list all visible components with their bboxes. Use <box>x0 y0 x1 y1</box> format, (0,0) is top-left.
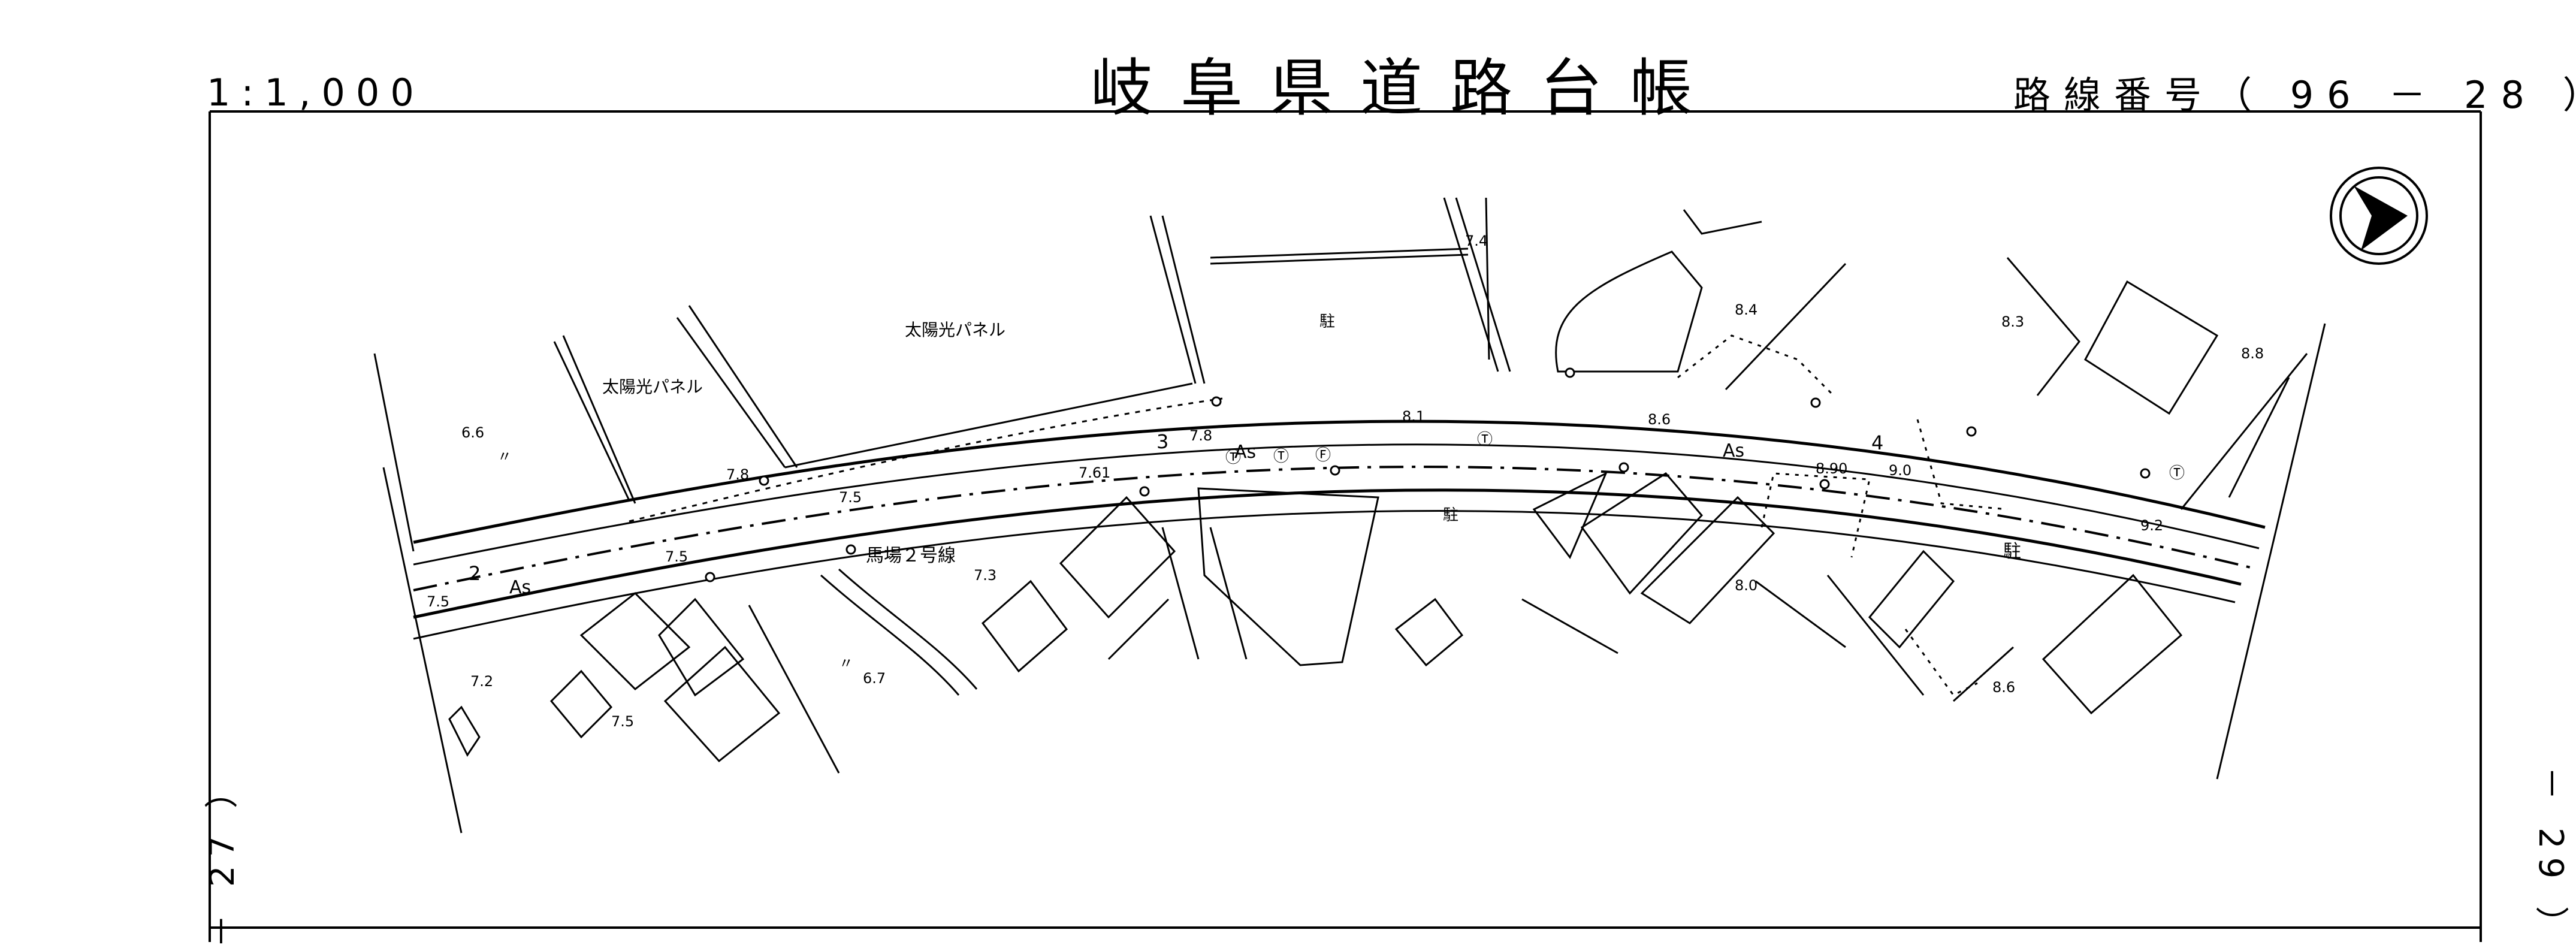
elevation-label: 7.5 <box>665 548 688 565</box>
elevation-label: 7.4 <box>1465 233 1488 249</box>
elevation-label: 7.5 <box>427 593 449 610</box>
parking-label: 駐 <box>1319 313 1335 331</box>
elevation-label: 8.6 <box>1648 411 1671 428</box>
solar-panel-label: 太陽光パネル <box>905 320 1005 340</box>
elevation-label: 7.3 <box>974 567 996 584</box>
elevation-label: 8.90 <box>1816 460 1847 477</box>
telecom-symbol: Ⓣ <box>1273 448 1289 466</box>
route-number: 路線番号（ 96 － 28 ） <box>2013 73 2576 117</box>
elevation-label: 7.5 <box>611 713 634 730</box>
map-text-layer: 太陽光パネル 太陽光パネル As As As 馬場２号線 駐 駐 駐 〃 〃 2… <box>427 233 2264 730</box>
road-name-label: 馬場２号線 <box>866 545 956 566</box>
north-arrow-icon <box>2330 167 2428 265</box>
telecom-symbol: Ⓣ <box>1477 431 1493 449</box>
road-edges <box>413 419 2266 640</box>
solar-panel-label: 太陽光パネル <box>602 377 703 397</box>
road-centerline <box>413 466 2254 591</box>
elevation-label: 7.2 <box>470 673 493 690</box>
elevation-label: 8.0 <box>1735 577 1757 594</box>
telecom-symbol: Ⓣ <box>1225 449 1241 467</box>
utility-poles <box>705 367 2151 582</box>
station-number: 3 <box>1156 430 1168 453</box>
elevation-label: 8.4 <box>1735 301 1757 318</box>
dotted-boundaries <box>1677 334 2008 696</box>
sheet-frame <box>209 110 2482 942</box>
map-scale: 1:1,000 <box>207 71 425 114</box>
elevation-label: 8.8 <box>2241 345 2264 362</box>
elevation-label: 6.7 <box>863 670 886 687</box>
parcel-lines <box>373 197 2326 834</box>
elevation-label: 7.61 <box>1079 464 1110 481</box>
elevation-label: 8.3 <box>2001 313 2024 330</box>
elevation-label: 6.6 <box>461 424 484 441</box>
elevation-label: 7.8 <box>726 466 749 483</box>
ditto-mark: 〃 <box>839 655 853 672</box>
ditto-mark: 〃 <box>497 448 512 465</box>
road-surface-label: As <box>1723 440 1744 461</box>
elevation-label: 8.6 <box>1992 679 2015 696</box>
parking-label: 駐 <box>1443 506 1458 524</box>
station-number: 4 <box>1871 431 1883 454</box>
elevation-label: 9.2 <box>2140 517 2163 534</box>
elevation-label: 9.0 <box>1889 462 1911 479</box>
station-number: 2 <box>469 562 481 585</box>
road-surface-label: As <box>509 577 531 598</box>
elevation-label: 7.8 <box>1189 427 1212 444</box>
curb-line <box>629 397 1223 523</box>
road-surface-label: As <box>1234 442 1256 463</box>
parking-label: 駐 <box>2003 541 2021 562</box>
telecom-symbol: Ⓣ <box>2169 464 2185 482</box>
elevation-label: 7.5 <box>839 489 862 506</box>
elevation-label: 8.1 <box>1402 408 1425 425</box>
fire-hydrant-symbol: Ⓕ <box>1315 446 1331 464</box>
